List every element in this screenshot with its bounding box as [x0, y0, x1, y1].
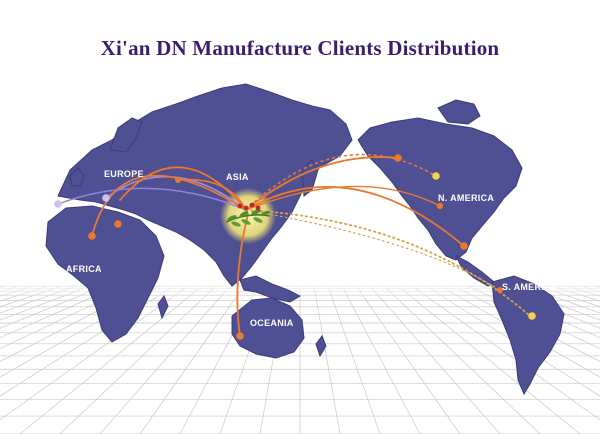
- route-to-south-america-north: [245, 209, 501, 291]
- region-label-asia: ASIA: [226, 172, 249, 182]
- landmass-scandinavia: [109, 117, 143, 153]
- landmass-south-america: [491, 275, 565, 396]
- region-label-south-america: S. AMERICA: [502, 282, 558, 292]
- route-to-oceania: [236, 213, 249, 337]
- region-label-europe: EUROPE: [104, 169, 144, 179]
- landmass-new-zealand: [315, 334, 327, 358]
- marker-europe-south: [114, 220, 122, 228]
- route-to-europe-far-west: [57, 187, 247, 211]
- destination-markers: [54, 154, 536, 340]
- marker-south-america-north: [497, 287, 503, 293]
- marker-north-america-east: [460, 242, 468, 250]
- landmass-north-america: [357, 117, 523, 261]
- route-to-europe-north: [119, 166, 247, 211]
- route-to-asia-central: [177, 178, 247, 211]
- region-label-oceania: OCEANIA: [250, 318, 294, 328]
- olive-branch-icon: [225, 202, 271, 227]
- marker-south-america: [528, 312, 536, 320]
- marker-europe-west: [102, 194, 110, 202]
- route-to-north-america-mid: [245, 185, 441, 211]
- landmass-madagascar: [157, 294, 169, 320]
- landmass-australia: [231, 297, 305, 359]
- route-to-africa: [91, 174, 247, 237]
- page-title: Xi'an DN Manufacture Clients Distributio…: [100, 36, 500, 60]
- marker-oceania: [236, 332, 244, 340]
- route-to-north-america-east: [245, 186, 465, 247]
- landmass-greenland: [437, 99, 481, 125]
- region-label-north-america: N. AMERICA: [438, 193, 494, 203]
- landmass-africa: [45, 205, 165, 343]
- marker-north-america: [432, 172, 440, 180]
- route-to-russia-east: [245, 156, 399, 211]
- marker-africa: [88, 232, 96, 240]
- marker-europe-far-west: [54, 200, 62, 208]
- continents: [45, 83, 565, 396]
- landmass-british-isles: [69, 167, 85, 187]
- route-to-north-america: [245, 153, 437, 211]
- region-labels: EUROPE ASIA AFRICA N. AMERICA S. AMERICA…: [66, 169, 558, 328]
- marker-russia-east: [394, 154, 402, 162]
- marker-north-america-mid: [436, 202, 444, 210]
- marker-asia-central: [175, 177, 181, 183]
- landmass-southeast-asia: [239, 275, 302, 303]
- region-label-africa: AFRICA: [66, 264, 102, 274]
